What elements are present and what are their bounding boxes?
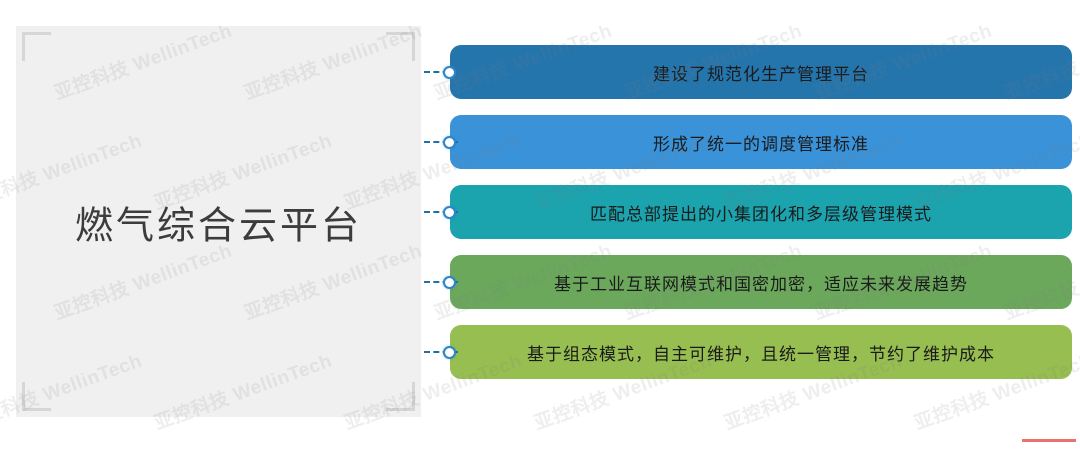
node-dot-icon: [443, 205, 456, 219]
connector-line: [424, 351, 458, 355]
benefit-list: 建设了规范化生产管理平台形成了统一的调度管理标准匹配总部提出的小集团化和多层级管…: [424, 45, 1072, 379]
benefit-bar[interactable]: 形成了统一的调度管理标准: [450, 115, 1072, 169]
benefit-label: 形成了统一的调度管理标准: [653, 134, 869, 154]
benefit-label: 基于组态模式，自主可维护，且统一管理，节约了维护成本: [527, 344, 995, 364]
connector-line: [424, 211, 458, 215]
connector-line: [424, 141, 458, 145]
panel-corner-bottom-right: [386, 382, 415, 411]
platform-panel: 燃气综合云平台: [16, 26, 421, 417]
node-dot-icon: [443, 275, 456, 289]
benefit-label: 建设了规范化生产管理平台: [653, 64, 869, 84]
node-dot-icon: [443, 65, 456, 79]
benefit-label: 匹配总部提出的小集团化和多层级管理模式: [590, 204, 932, 224]
benefit-row[interactable]: 匹配总部提出的小集团化和多层级管理模式: [424, 185, 1072, 239]
benefit-row[interactable]: 建设了规范化生产管理平台: [424, 45, 1072, 99]
benefit-bar[interactable]: 匹配总部提出的小集团化和多层级管理模式: [450, 185, 1072, 239]
benefit-bar[interactable]: 基于组态模式，自主可维护，且统一管理，节约了维护成本: [450, 325, 1072, 379]
panel-corner-top-left: [22, 32, 51, 61]
panel-corner-top-right: [386, 32, 415, 61]
benefit-bar[interactable]: 基于工业互联网模式和国密加密，适应未来发展趋势: [450, 255, 1072, 309]
panel-corner-bottom-left: [22, 382, 51, 411]
node-dot-icon: [443, 135, 456, 149]
benefit-label: 基于工业互联网模式和国密加密，适应未来发展趋势: [554, 274, 968, 294]
benefit-row[interactable]: 形成了统一的调度管理标准: [424, 115, 1072, 169]
page-title: 燃气综合云平台: [74, 205, 362, 247]
connector-line: [424, 71, 458, 75]
accent-rule: [1022, 439, 1076, 442]
benefit-row[interactable]: 基于工业互联网模式和国密加密，适应未来发展趋势: [424, 255, 1072, 309]
node-dot-icon: [443, 345, 456, 359]
connector-line: [424, 281, 458, 285]
benefit-row[interactable]: 基于组态模式，自主可维护，且统一管理，节约了维护成本: [424, 325, 1072, 379]
benefit-bar[interactable]: 建设了规范化生产管理平台: [450, 45, 1072, 99]
